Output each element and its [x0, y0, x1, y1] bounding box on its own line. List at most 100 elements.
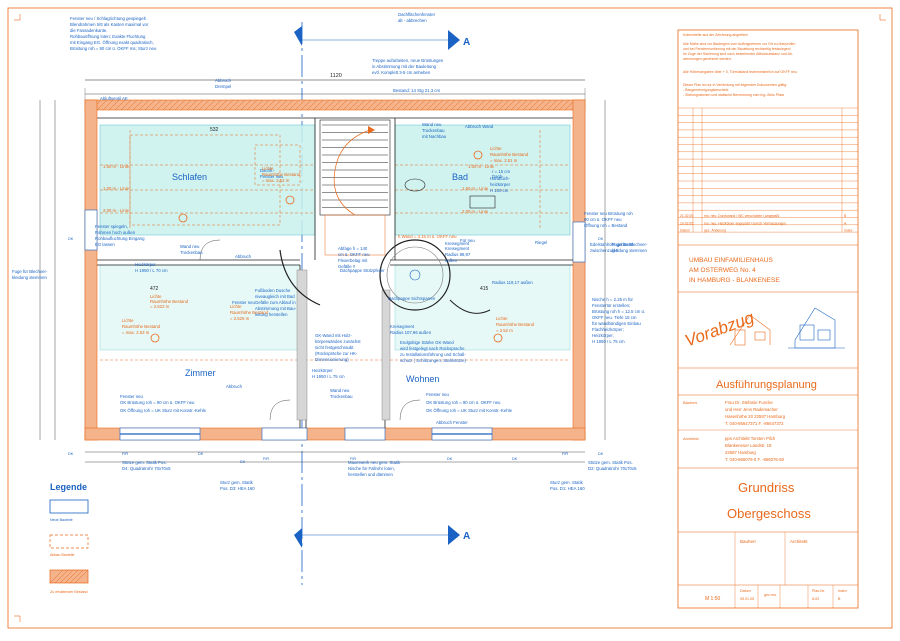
- window-code: DK: [447, 457, 453, 461]
- window-code: DK: [68, 237, 74, 241]
- blue-annotation: Fenster neu Brüstung roh: [584, 211, 633, 216]
- section-arrow-icon: [294, 26, 302, 46]
- orange-annotation: Lichte: [230, 304, 242, 309]
- titleblock-note: Alle Maße sind vor Baubeginn vom Auftrag…: [683, 42, 795, 46]
- orange-annotation: Raumhöhe Bestand: [122, 324, 161, 329]
- blue-annotation: Kreisegment: [390, 324, 415, 329]
- blue-annotation: Rahmen hoch außen: [95, 230, 136, 235]
- legend-item: Zu erhaltender Bestand: [50, 590, 88, 594]
- blue-annotation: r = 15 cm: [492, 169, 510, 174]
- revision-desc: mo. neu: Durchwand / WC verschoben / ang…: [704, 214, 779, 218]
- project-line: IN HAMBURG - BLANKENESE: [689, 277, 780, 284]
- blue-annotation: Gefälle !!: [338, 264, 355, 269]
- orange-annotation: 1.00 m - Linie: [103, 186, 130, 191]
- blue-annotation: Riegel: [535, 240, 547, 245]
- blue-annotation: für wandbündigen Einbau: [592, 321, 641, 326]
- titleblock-note: - Baugenehmigungsbescheid: [683, 88, 728, 92]
- orange-annotation: 1.00 m - Linie: [468, 164, 495, 169]
- blue-annotation: Trockenbau: [330, 394, 353, 399]
- orange-annotation: = 2.522 m: [150, 304, 170, 309]
- blue-annotation: Dachpappe Stützpfeiler: [340, 268, 385, 273]
- blue-annotation: Abbruch: [235, 254, 252, 259]
- drawing-title: Obergeschoss: [727, 506, 811, 521]
- gez-label: gez.: [764, 593, 771, 597]
- date-label: Datum: [740, 589, 751, 593]
- orange-annotation: Lichte: [122, 318, 134, 323]
- titleblock-note: und bei Fenstermontierung mit der Baulei…: [683, 47, 791, 51]
- orange-annotation: h Wand = 3.15 m ü. OKFF neu: [398, 234, 457, 239]
- titleblock-note: Kotennbelle aus der Zeichnung abgreifen!: [683, 33, 748, 37]
- blue-annotation: Fuge für Blechver-: [12, 269, 48, 274]
- blue-annotation: Heizkörper: [312, 368, 333, 373]
- plan-no: 8-02: [812, 597, 819, 601]
- titleblock-note: Alle Höhenangaben über + 0, Türmüstand t…: [683, 70, 798, 74]
- sig-bauherr: Bauherr: [740, 539, 757, 544]
- dim-415: 415: [480, 286, 489, 292]
- blue-annotation: Edelstahlrohr gebäumt: [590, 242, 634, 247]
- blue-annotation: Mauerwerk neu gem. Statik: [348, 460, 401, 465]
- bauherr-label: Bauherr: [683, 400, 698, 405]
- window-code: DK: [198, 452, 204, 456]
- legend-title: Legende: [50, 482, 87, 492]
- blue-annotation: Abstimmung mit Bau-: [255, 306, 297, 311]
- orange-annotation: = 2.52 m: [496, 328, 513, 333]
- blue-annotation: Fenstertür erstellen;: [592, 303, 630, 308]
- blue-annotation: EG lassen: [95, 242, 115, 247]
- blue-annotation: Fenster neu: [232, 300, 256, 305]
- blue-annotation: niveaugleich mit Bad: [255, 294, 295, 299]
- legend-item: Neue Bauteile: [50, 518, 73, 522]
- blue-annotation: Kreisegment: [445, 241, 470, 246]
- blue-annotation: Dachfl.-: [260, 168, 275, 173]
- section-arrow-icon: [294, 528, 302, 548]
- blue-annotation: Fenster neu: [120, 394, 144, 399]
- gez: mo.: [771, 593, 777, 597]
- blue-annotation: Rohbaufluchtung Eingang: [95, 236, 145, 241]
- blue-annotation: Flachheizkörper;: [592, 327, 624, 332]
- blue-annotation: (Rückspräche zur HK-: [315, 351, 358, 356]
- blue-annotation: Fußboden Dusche: [255, 288, 291, 293]
- blue-annotation: Sturz gem. Statik: [220, 480, 254, 485]
- section-arrow-icon: [448, 525, 460, 545]
- architekt-line: T. 040-866076-0 F. -866076-50: [725, 457, 785, 462]
- sig-architekt: Architekt: [790, 539, 808, 544]
- room-label-bad: Bad: [452, 172, 468, 182]
- legend: Legende Neue Bauteile Abbau Bauteile Zu …: [49, 482, 89, 594]
- dim-total: 1120: [330, 73, 342, 79]
- floor-plan: A A 1120: [12, 12, 648, 585]
- blue-annotation: Endgültige Stärke GK-Wand: [400, 340, 454, 345]
- blue-annotation: herstellen und dämmen: [348, 472, 394, 477]
- window-code: DK: [240, 460, 246, 464]
- blue-annotation: Kreisegment: [445, 246, 470, 251]
- orange-annotation: Raumhöhe Bestand: [496, 322, 535, 327]
- room-label-schlafen: Schlafen: [172, 172, 207, 182]
- house-icon: [729, 314, 771, 346]
- blue-annotation: Wand neu: [330, 388, 350, 393]
- blue-annotation: Radius 88,97: [445, 252, 471, 257]
- revision-date: 10.02.05: [680, 221, 693, 225]
- blue-annotation: Blendrahmen tritt als Kasten maximal vor: [70, 22, 149, 27]
- blue-annotation: Nische für Fallrohr loten,: [348, 466, 395, 471]
- blue-annotation: D4: Quadratrohr 70x70x5: [122, 466, 171, 471]
- window-code: FIR: [122, 452, 128, 456]
- blue-annotation: Treppe aufarbeiten, neue Brüstungen: [372, 58, 444, 63]
- blue-annotation: Brüstung roh h = 12.5 cm ü.: [592, 309, 645, 314]
- bauherr-line: Frau Dr. Stefanie Funcke: [725, 400, 773, 405]
- blue-annotation: Fenster neu: [426, 392, 450, 397]
- blue-annotation: H 1950 / L 70 cm: [135, 268, 168, 273]
- blue-annotation: mit Nachbau: [422, 134, 447, 139]
- section-label-a: A: [463, 531, 470, 542]
- bauherr-line: T. 040-86647371 F. -86647372: [725, 421, 784, 426]
- house-3d-icon: [788, 307, 845, 349]
- bauherr-line: und Herr Jens Rademacher: [725, 407, 778, 412]
- blue-annotation: Abbruch Fenster: [436, 420, 468, 425]
- blue-annotation: Pos. D3: HEA 160: [220, 486, 255, 491]
- window-code: DK: [598, 237, 604, 241]
- orange-annotation: 1.50 m - Linie: [103, 164, 130, 169]
- orange-annotation: Lichte: [496, 316, 508, 321]
- revision-desc: gez. Änderung: [704, 229, 726, 233]
- blue-annotation: Öffnung roh = Bestand: [584, 223, 628, 228]
- blue-annotation: Nische h = 2.25 m für: [592, 297, 634, 302]
- vorabzug-stamp: Vorabzug: [682, 308, 757, 351]
